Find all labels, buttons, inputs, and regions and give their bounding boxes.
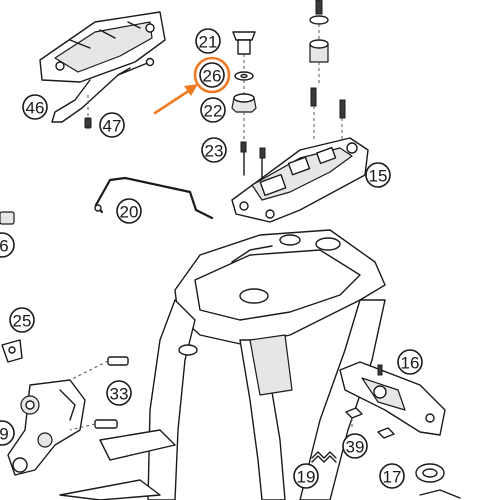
callout-label: 16 — [401, 354, 420, 373]
bolt-small — [84, 95, 92, 129]
callout-label: 23 — [205, 142, 224, 161]
callout-label: 15 — [369, 167, 388, 186]
callout-label: 22 — [204, 102, 223, 121]
callout-label: 19 — [297, 468, 316, 487]
carrier-plate — [231, 137, 369, 223]
footrest-bracket — [7, 379, 86, 476]
callout-17: 17 — [379, 463, 405, 489]
callout-label: 26 — [203, 67, 222, 86]
top-right-fastener-stack — [309, 0, 346, 140]
highlight-arrow — [153, 84, 198, 115]
bolt-long-lower — [69, 419, 118, 431]
bolt-long-upper — [69, 356, 129, 381]
fastener-stack — [231, 31, 257, 145]
bracket-plate — [39, 11, 166, 123]
grommet — [415, 463, 461, 499]
callout-6: 6 — [0, 232, 15, 258]
callout-20: 20 — [116, 198, 142, 224]
small-nuts — [345, 407, 395, 439]
callout-26: 26 — [193, 56, 231, 94]
callout-33: 33 — [106, 380, 132, 406]
side-bracket — [339, 361, 446, 436]
callout-label: 6 — [0, 237, 9, 256]
callout-label: 25 — [13, 312, 32, 331]
callout-39: 39 — [342, 433, 368, 459]
callout-46: 46 — [22, 94, 48, 120]
callout-label: 46 — [26, 99, 45, 118]
callout-label: 20 — [120, 203, 139, 222]
callout-25: 25 — [9, 307, 35, 333]
callout-label: 33 — [110, 385, 129, 404]
wire-bracket — [94, 176, 214, 220]
callout-label: 39 — [346, 438, 365, 457]
callout-label: 9 — [0, 425, 9, 444]
main-frame — [59, 229, 386, 500]
callout-19: 19 — [293, 463, 319, 489]
callout-label: 21 — [199, 33, 218, 52]
callout-22: 22 — [200, 97, 226, 123]
callout-9: 9 — [0, 420, 15, 446]
callout-16: 16 — [397, 349, 423, 375]
spring — [311, 451, 337, 463]
small-clip — [1, 339, 23, 363]
callout-21: 21 — [195, 28, 221, 54]
callout-15: 15 — [365, 162, 391, 188]
callout-label: 17 — [383, 468, 402, 487]
callout-23: 23 — [201, 137, 227, 163]
callout-47: 47 — [99, 112, 125, 138]
edge-bolt — [0, 211, 15, 225]
callout-label: 47 — [103, 117, 122, 136]
